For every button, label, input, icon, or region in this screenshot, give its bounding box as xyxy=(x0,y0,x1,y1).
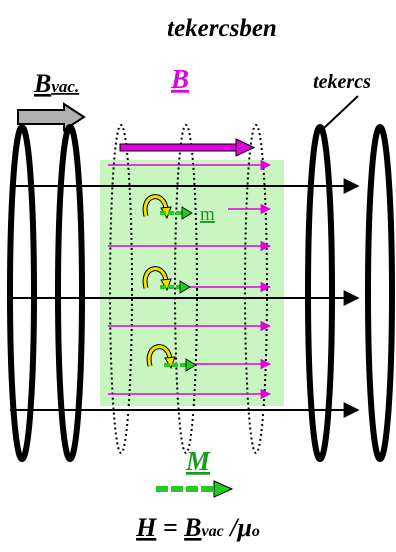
dotted-loop-2 xyxy=(174,124,198,454)
coil-loop-2 xyxy=(55,124,85,462)
coil-label: tekercs xyxy=(313,71,371,93)
formula-slash: / xyxy=(224,513,241,542)
magnetization-arrow xyxy=(156,480,234,498)
formula-mu-sub: o xyxy=(252,523,260,540)
magnetic-medium xyxy=(100,160,284,406)
formula-h: H xyxy=(135,513,157,542)
moment-arrow-1 xyxy=(160,206,193,220)
curled-arrow-icon xyxy=(142,266,172,292)
b-vac-label: Bvac. xyxy=(33,69,79,98)
coil-loop-4 xyxy=(365,124,395,462)
dotted-loop-1 xyxy=(109,124,133,454)
formula-b-sub: vac xyxy=(202,523,224,540)
formula-b: B xyxy=(183,513,201,542)
diagram-title: tekercsben xyxy=(167,15,277,42)
b-vac-main: B xyxy=(33,69,51,98)
coil-label-leader xyxy=(323,95,359,129)
coil-loop-3 xyxy=(305,124,335,462)
b-field-arrow xyxy=(119,138,256,157)
svg-text:Bvac.: Bvac. xyxy=(33,69,79,98)
b-vac-sub: vac. xyxy=(51,77,79,96)
b-field-label: B xyxy=(170,64,189,94)
magnetization-label: M xyxy=(185,446,211,476)
formula: H = Bvac /μo xyxy=(135,513,260,542)
moment-label: m xyxy=(200,204,215,225)
moment-arrow-2 xyxy=(160,280,191,294)
moment-arrow-3 xyxy=(164,358,197,372)
curled-arrow-icon xyxy=(146,344,176,370)
formula-equals: = xyxy=(156,513,184,542)
coil-loop-1 xyxy=(7,124,37,462)
gray-arrow-icon xyxy=(17,102,86,132)
formula-mu: μ xyxy=(235,513,251,542)
